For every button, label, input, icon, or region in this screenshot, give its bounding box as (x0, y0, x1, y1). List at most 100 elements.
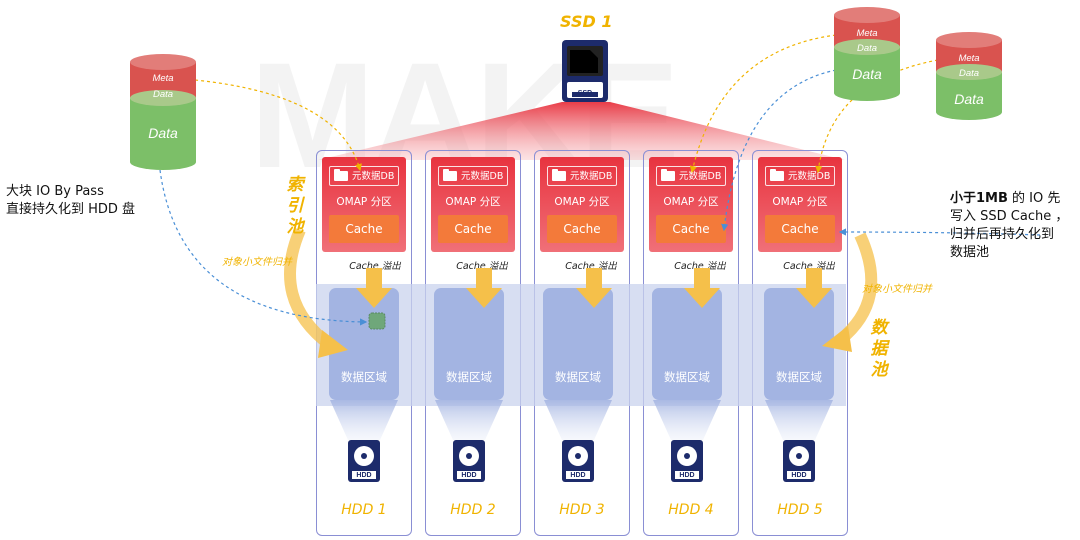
object-cylinder-left (130, 54, 196, 170)
cache-overflow-label: Cache 溢出 (349, 261, 401, 272)
merge-label-right: 对象小文件归并 (862, 284, 932, 295)
meta-to-db-hdd5 (815, 59, 939, 174)
merge-arrowhead-right (822, 326, 852, 352)
cache-overflow-label: Cache 溢出 (783, 261, 835, 272)
hdd-funnel (544, 400, 612, 440)
cylinder-data-top-label: Data (153, 89, 173, 100)
merge-curve-left (284, 227, 334, 350)
small-io-note: 小于1MB 的 IO 先 写入 SSD Cache ， 归并后再持久化到 数据池 (950, 190, 1068, 262)
data-area-label: 数据区域 (776, 370, 822, 384)
ssd-title: SSD 1 (560, 12, 613, 31)
cylinder-data-top-label: Data (857, 43, 877, 54)
hdd-chip-label: HDD (461, 472, 476, 479)
meta-to-db-hdd1 (194, 79, 362, 172)
omap-partition-label: OMAP 分区 (772, 196, 828, 208)
cache-box: Cache (438, 215, 508, 243)
folder-icon (770, 169, 784, 181)
index-pool-label: 索 引 池 (284, 175, 306, 238)
data-to-cache-hdd4 (721, 69, 837, 232)
small-io-note-line: 数据池 (950, 245, 990, 260)
hdd-chip-label: HDD (791, 472, 806, 479)
data-area-label: 数据区域 (664, 370, 710, 384)
data-area (329, 288, 399, 400)
small-object-block (368, 312, 386, 330)
cache-box: Cache (656, 215, 726, 243)
index-pool-char: 引 (286, 196, 304, 216)
overflow-arrow (356, 268, 392, 308)
ssd-projection (318, 102, 845, 160)
hdd-chip-label: HDD (356, 472, 371, 479)
merge-label-left: 对象小文件归并 (222, 257, 292, 268)
bypass-note: 大块 IO By Pass 直接持久化到 HDD 盘 (6, 183, 135, 219)
overflow-arrow (466, 268, 502, 308)
hdd-icon (783, 440, 815, 482)
folder-icon (443, 169, 457, 181)
small-io-note-bold: 小于1MB (950, 191, 1008, 206)
metadata-db-label: 元数据DB (679, 171, 722, 182)
cache-box: Cache (329, 215, 399, 243)
overflow-arrow (576, 268, 612, 308)
bypass-connector (159, 169, 368, 326)
cache-overflow-label: Cache 溢出 (565, 261, 617, 272)
omap-partition-label: OMAP 分区 (336, 196, 392, 208)
hdd-label: HDD 3 (559, 502, 605, 518)
cylinder-meta-label: Meta (152, 73, 173, 84)
folder-icon (334, 169, 348, 181)
cache-overflow-label: Cache 溢出 (456, 261, 508, 272)
metadata-db-label: 元数据DB (788, 171, 831, 182)
ssd-chip-icon (562, 40, 608, 102)
data-pool-char: 池 (870, 360, 888, 380)
data-area-label: 数据区域 (446, 370, 492, 384)
hdd-label: HDD 4 (668, 502, 714, 518)
hdd-icon (671, 440, 703, 482)
overflow-arrow (684, 268, 720, 308)
small-io-note-rest: 的 IO 先 (1007, 191, 1061, 206)
data-area (764, 288, 834, 400)
omap-partition-label: OMAP 分区 (554, 196, 610, 208)
object-cylinder-mid (834, 7, 900, 101)
hdd-label: HDD 2 (450, 502, 496, 518)
metadata-db-label: 元数据DB (570, 171, 613, 182)
data-area (543, 288, 613, 400)
hdd-funnel (330, 400, 398, 440)
omap-partition-label: OMAP 分区 (445, 196, 501, 208)
hdd-label: HDD 1 (341, 502, 387, 518)
folder-icon (552, 169, 566, 181)
hdd-icon (562, 440, 594, 482)
overflow-arrow (796, 268, 832, 308)
data-area (652, 288, 722, 400)
hdd-icon (453, 440, 485, 482)
hdd-chip-label: HDD (679, 472, 694, 479)
hdd-label: HDD 5 (777, 502, 823, 518)
metadata-db-label: 元数据DB (461, 171, 504, 182)
bypass-note-line: 大块 IO By Pass (6, 184, 104, 199)
folder-icon (661, 169, 675, 181)
data-area-label: 数据区域 (555, 370, 601, 384)
hdd-funnel (435, 400, 503, 440)
small-io-note-line: 归并后再持久化到 (950, 227, 1055, 242)
small-io-note-line: 小于1MB 的 IO 先 (950, 190, 1068, 208)
cache-overflow-label: Cache 溢出 (674, 261, 726, 272)
merge-curve-right (836, 232, 878, 345)
metadata-db-tag: 元数据DB (438, 166, 508, 186)
small-io-note-line: 写入 SSD Cache ， (950, 209, 1069, 224)
cylinder-data-top-label: Data (959, 68, 979, 79)
omap-partition-label: OMAP 分区 (663, 196, 719, 208)
data-area-label: 数据区域 (341, 370, 387, 384)
cylinder-meta-label: Meta (856, 28, 877, 39)
cylinder-data-label: Data (148, 125, 178, 141)
cylinder-data-label: Data (954, 91, 984, 107)
hdd-funnel (653, 400, 721, 440)
index-pool-char: 索 (286, 175, 304, 195)
data-pool-label: 数 据 池 (868, 318, 890, 381)
meta-to-db-hdd4 (689, 34, 837, 174)
hdd-icon (348, 440, 380, 482)
bypass-note-line: 直接持久化到 HDD 盘 (6, 202, 136, 217)
hdd-funnel (765, 400, 833, 440)
data-pool-char: 数 (870, 318, 888, 338)
object-cylinder-right (936, 32, 1002, 120)
metadata-db-tag: 元数据DB (329, 166, 399, 186)
metadata-db-tag: 元数据DB (547, 166, 617, 186)
